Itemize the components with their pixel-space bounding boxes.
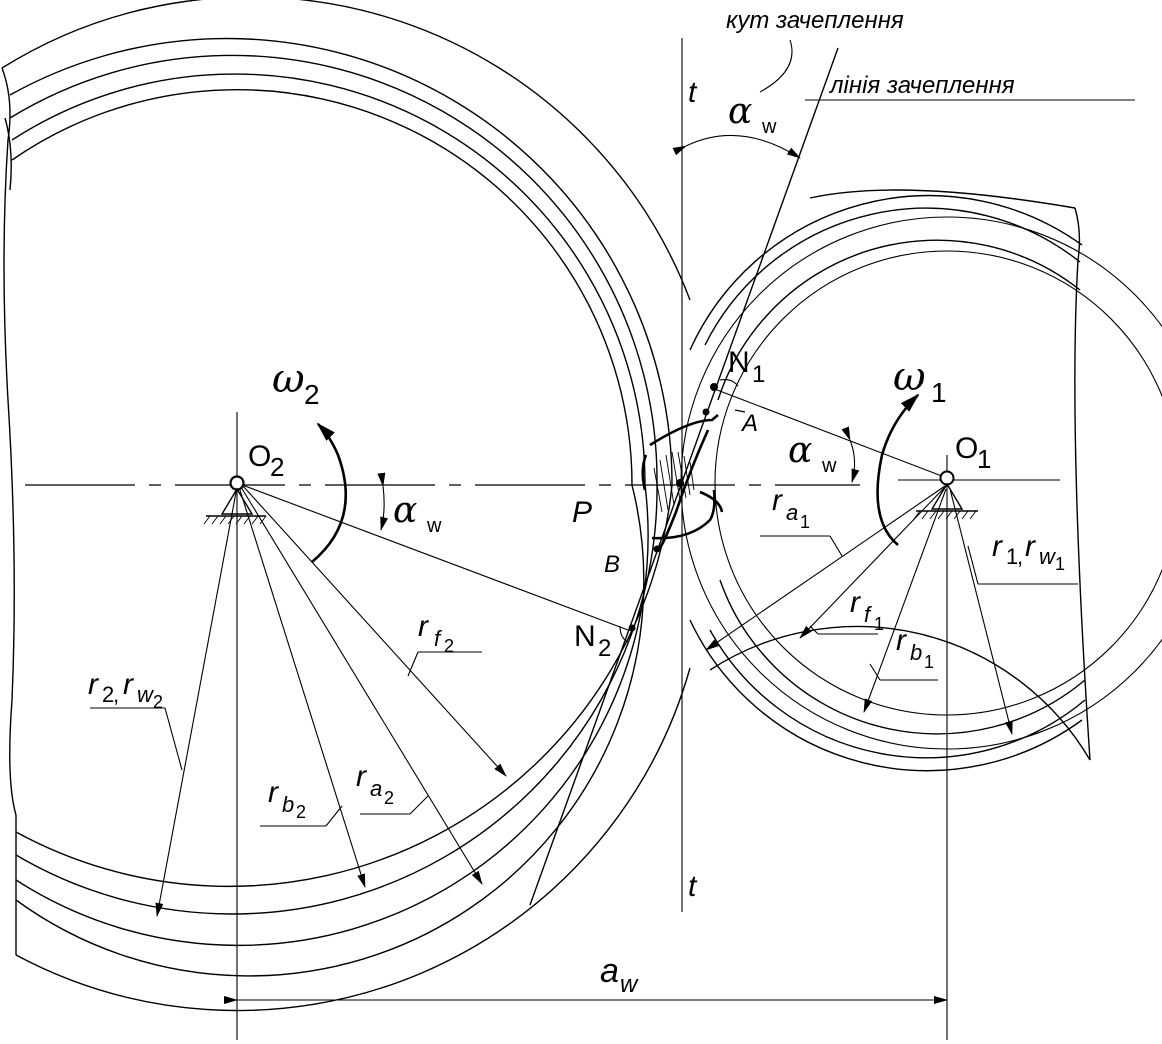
rb1-label: r (896, 624, 907, 657)
engagement-angle-leader (759, 39, 793, 93)
engagement-angle-label: кут зачеплення (726, 7, 904, 34)
svg-text:2: 2 (153, 692, 163, 712)
point-p (676, 479, 684, 487)
rf1-label: r (850, 586, 861, 619)
ra2-label: r (356, 760, 367, 793)
svg-text:f: f (864, 602, 873, 627)
svg-text:w: w (1039, 544, 1057, 569)
svg-text:r: r (123, 668, 134, 701)
labels: кут зачеплення лінія зачеплення t t α w … (88, 7, 1065, 998)
alpha-w-right-symbol: α (788, 430, 812, 471)
a-label: A (740, 410, 758, 437)
o1-label: O (955, 432, 978, 465)
point-a (702, 408, 710, 416)
svg-text:2: 2 (296, 802, 306, 822)
b-label: B (604, 551, 620, 578)
svg-text:1: 1 (800, 512, 810, 532)
gear-1-radii (705, 485, 1078, 735)
o2-support (203, 487, 267, 525)
svg-text:w: w (137, 682, 155, 707)
gear-2-outer-rim-bottom (15, 667, 691, 1012)
svg-text:w: w (426, 515, 442, 537)
svg-text:2: 2 (384, 788, 394, 808)
omega-2-arrow (311, 422, 348, 563)
alpha-w-right-arc (841, 426, 860, 483)
ra1-label: r (772, 484, 783, 517)
svg-text:1: 1 (874, 614, 884, 634)
svg-text:w: w (620, 971, 639, 998)
point-n2 (628, 624, 636, 632)
svg-text:2: 2 (444, 636, 454, 656)
r2-rw2-label: r (88, 668, 99, 701)
point-b (653, 545, 661, 553)
alpha-w-top-arc (672, 134, 801, 159)
omega-1-label: ω (893, 354, 926, 400)
svg-text:2: 2 (598, 635, 611, 662)
svg-text:r: r (1025, 530, 1036, 563)
omega-1-arrow (876, 393, 920, 546)
rb2-label: r (268, 776, 279, 809)
svg-text:f: f (434, 626, 443, 651)
svg-text:1: 1 (1055, 554, 1065, 574)
line-of-action-label: лінія зачеплення (828, 72, 1015, 99)
svg-text:1: 1 (977, 444, 991, 474)
line-of-action (529, 47, 839, 906)
o1-pivot (939, 470, 955, 486)
tooth-profiles (641, 409, 746, 549)
gear-2-outer-rim (1, 0, 691, 301)
r1-rw1-label: r (992, 530, 1003, 563)
o2-pivot (229, 475, 245, 491)
svg-text:2: 2 (102, 682, 114, 707)
svg-text:1: 1 (924, 652, 934, 672)
svg-text:a: a (370, 776, 382, 801)
rf2-label: r (418, 610, 429, 643)
alpha-w-left-arc (377, 472, 389, 531)
o2-label: O (248, 440, 271, 473)
svg-text:b: b (282, 792, 294, 817)
svg-text:b: b (910, 640, 922, 665)
alpha-w-top-symbol: α (728, 91, 752, 132)
gear-1-pitch-circle (680, 216, 1162, 750)
alpha-w-left-symbol: α (393, 490, 417, 531)
svg-text:,: , (113, 682, 119, 707)
point-n1 (710, 383, 718, 391)
svg-text:,: , (1017, 544, 1023, 569)
gear-2-radii (90, 485, 507, 917)
svg-text:a: a (786, 500, 798, 525)
t-bottom-label: t (688, 870, 698, 903)
points (229, 379, 955, 643)
svg-text:w: w (821, 455, 837, 477)
svg-text:1: 1 (752, 361, 765, 388)
svg-text:1: 1 (1006, 544, 1018, 569)
t-top-label: t (688, 76, 698, 109)
svg-text:2: 2 (304, 379, 320, 410)
n2-label: N (574, 620, 596, 653)
o1-support (913, 482, 978, 520)
omega-2-label: ω (272, 356, 305, 402)
svg-text:w: w (761, 116, 777, 138)
p-label: P (572, 496, 592, 529)
svg-text:2: 2 (270, 452, 284, 482)
n1-label: N (728, 346, 750, 379)
svg-text:1: 1 (931, 377, 947, 408)
aw-label: a (600, 952, 619, 990)
